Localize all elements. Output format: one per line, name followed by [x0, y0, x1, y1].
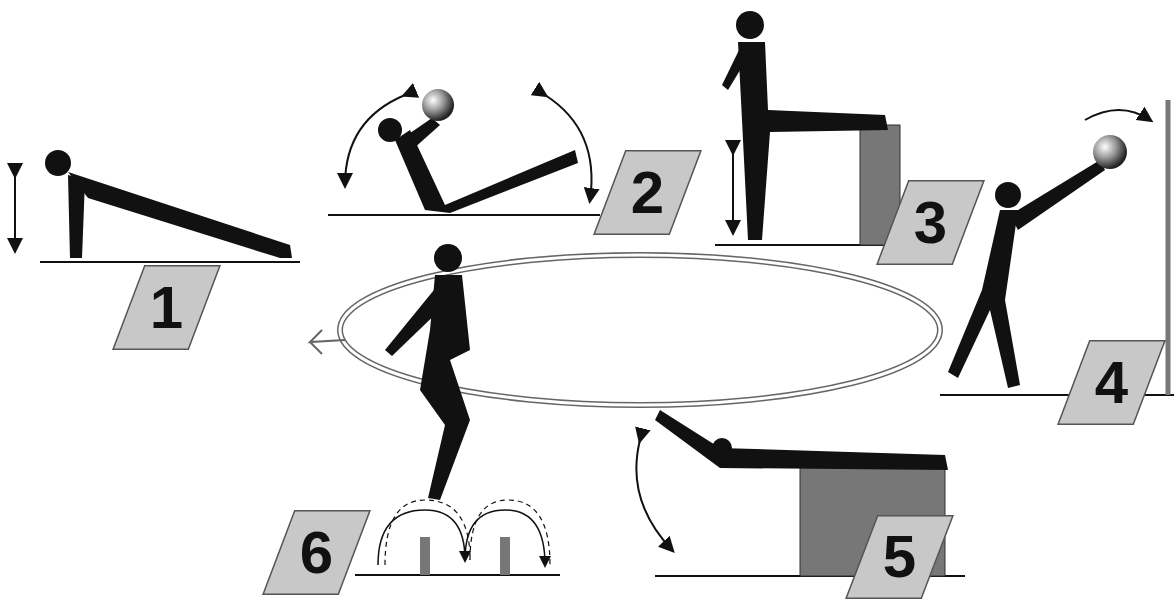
callout-number: 3 [876, 180, 985, 265]
pushup-figure [15, 150, 300, 262]
station-tag: 5 [845, 515, 954, 599]
callout-number: 5 [845, 515, 954, 599]
circuit-track [310, 255, 940, 405]
station-tag: 2 [593, 150, 702, 235]
leg-raise-figure [715, 11, 905, 245]
callout-number: 1 [112, 265, 221, 350]
callout-number: 2 [593, 150, 702, 235]
station-tag: 1 [112, 265, 221, 350]
station-tag: 3 [876, 180, 985, 265]
callout-number: 6 [262, 510, 371, 595]
station-tag: 6 [262, 510, 371, 595]
station-tag: 4 [1057, 340, 1166, 425]
jump-figure [355, 244, 560, 575]
callout-number: 4 [1057, 340, 1166, 425]
vsit-figure [328, 89, 600, 215]
